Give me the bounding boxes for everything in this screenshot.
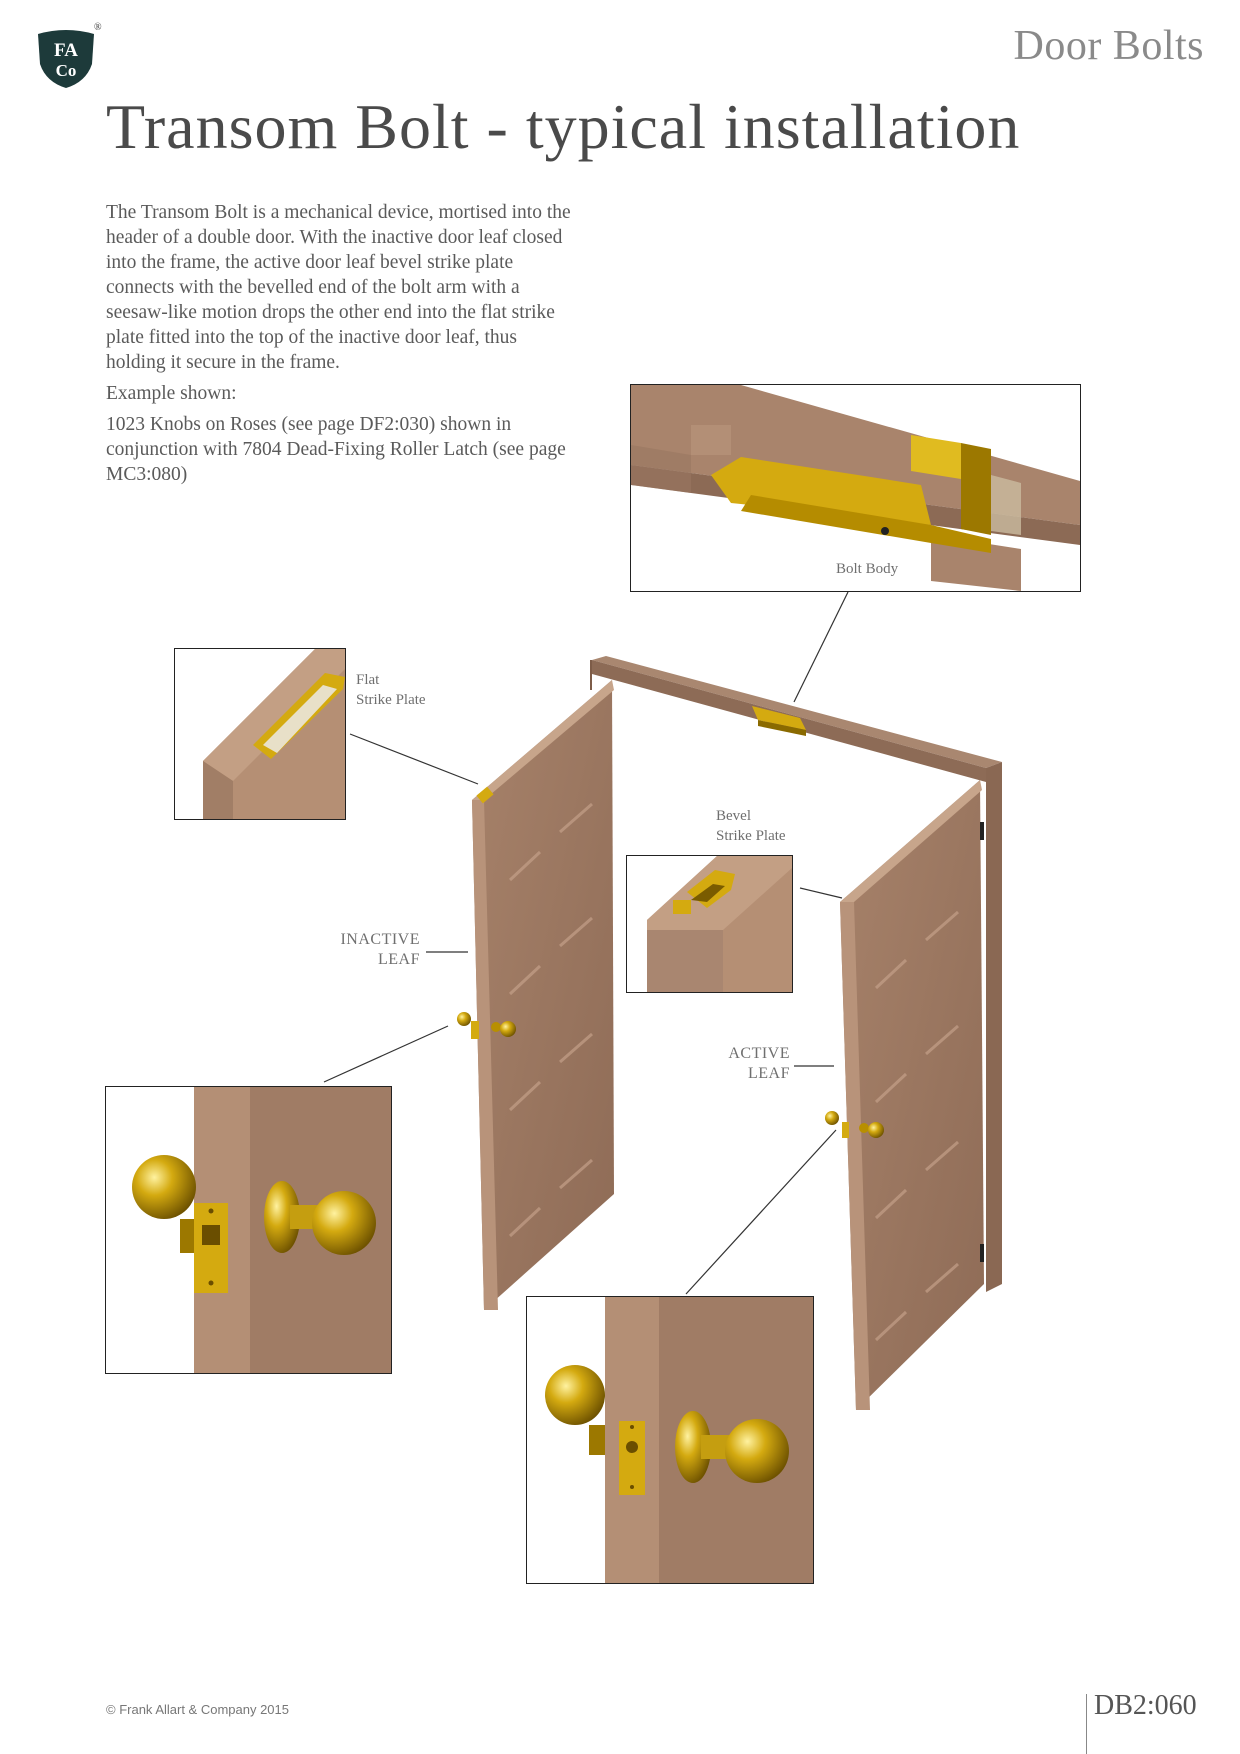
inactive-label-line2: LEAF	[320, 950, 420, 970]
active-label-line2: LEAF	[690, 1064, 790, 1084]
active-leaf-knob-inset	[526, 1296, 814, 1584]
flat-strike-plate-inset	[174, 648, 346, 820]
bolt-body-label: Bolt Body	[836, 559, 898, 579]
bolt-body-inset: Bolt Body	[630, 384, 1081, 592]
inactive-leaf-knob-inset	[105, 1086, 392, 1374]
bevel-strike-label-line1: Bevel	[716, 806, 786, 826]
footer-copyright: © Frank Allart & Company 2015	[106, 1702, 289, 1717]
active-door-leaf	[825, 780, 984, 1410]
flat-strike-plate-label: Flat Strike Plate	[356, 670, 426, 710]
inactive-leaf-label: INACTIVE LEAF	[320, 930, 420, 970]
flat-strike-label-line1: Flat	[356, 670, 426, 690]
bevel-strike-label-line2: Strike Plate	[716, 826, 786, 846]
door-frame-jamb	[986, 762, 1002, 1292]
inactive-door-leaf	[457, 680, 614, 1310]
page-number: DB2:060	[1094, 1690, 1197, 1722]
active-leaf-label: ACTIVE LEAF	[690, 1044, 790, 1084]
active-label-line1: ACTIVE	[690, 1044, 790, 1064]
page-number-divider	[1086, 1694, 1087, 1754]
inactive-label-line1: INACTIVE	[320, 930, 420, 950]
bevel-strike-plate-inset	[626, 855, 793, 993]
flat-strike-label-line2: Strike Plate	[356, 690, 426, 710]
bevel-strike-plate-label: Bevel Strike Plate	[716, 806, 786, 846]
